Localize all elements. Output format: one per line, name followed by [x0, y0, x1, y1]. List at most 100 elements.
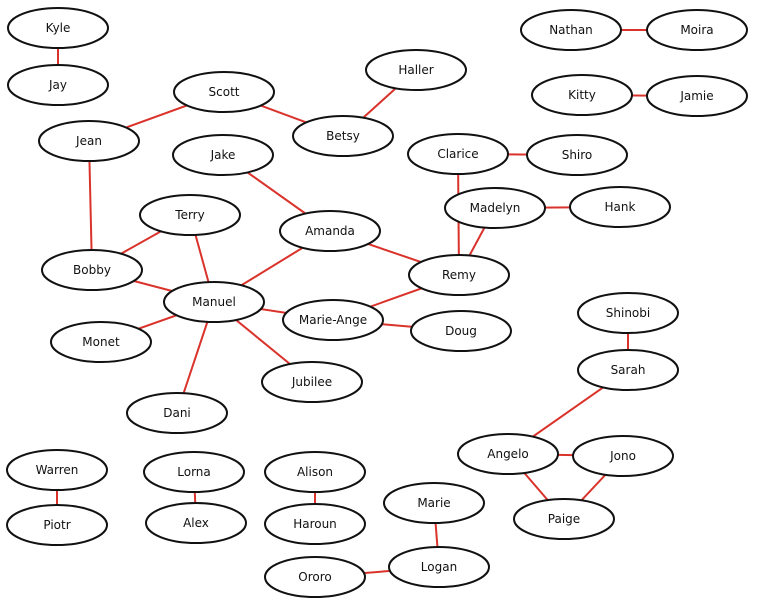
node-lorna: Lorna: [143, 451, 245, 493]
node-jay: Jay: [7, 64, 109, 106]
node-betsy: Betsy: [292, 115, 394, 157]
node-marie: Marie: [383, 482, 485, 524]
node-manuel: Manuel: [163, 281, 265, 323]
node-label: Jean: [75, 134, 102, 148]
node-jamie: Jamie: [646, 75, 748, 117]
node-monet: Monet: [50, 321, 152, 363]
node-ellipse: [172, 134, 274, 176]
node-label: Sarah: [611, 363, 646, 377]
node-label: Kyle: [46, 21, 71, 35]
node-ellipse: [261, 361, 363, 403]
node-alison: Alison: [264, 451, 366, 493]
node-label: Manuel: [192, 295, 236, 309]
node-ellipse: [264, 556, 366, 598]
node-ellipse: [646, 9, 748, 51]
node-madelyn: Madelyn: [444, 187, 546, 229]
node-label: Madelyn: [470, 201, 521, 215]
node-label: Haroun: [293, 517, 337, 531]
node-label: Alex: [183, 516, 209, 530]
node-hank: Hank: [569, 186, 671, 228]
node-ellipse: [408, 254, 510, 296]
node-ellipse: [383, 482, 485, 524]
node-piotr: Piotr: [6, 504, 108, 546]
node-jean: Jean: [38, 120, 140, 162]
node-label: Monet: [82, 335, 120, 349]
node-label: Shiro: [562, 148, 593, 162]
node-label: Betsy: [326, 129, 360, 143]
node-angelo: Angelo: [457, 433, 559, 475]
node-label: Hank: [605, 200, 636, 214]
node-paige: Paige: [513, 498, 615, 540]
node-label: Piotr: [43, 518, 70, 532]
node-ellipse: [531, 74, 633, 116]
node-label: Scott: [209, 85, 240, 99]
node-ellipse: [6, 504, 108, 546]
node-ellipse: [572, 435, 674, 477]
node-label: Jamie: [679, 89, 713, 103]
node-remy: Remy: [408, 254, 510, 296]
node-label: Jono: [609, 449, 636, 463]
edge-jean-bobby: [88, 140, 93, 271]
node-ellipse: [145, 502, 247, 544]
node-label: Clarice: [437, 147, 478, 161]
node-label: Terry: [174, 208, 204, 222]
node-ellipse: [163, 281, 265, 323]
node-label: Alison: [297, 465, 333, 479]
node-label: Lorna: [177, 465, 211, 479]
node-dani: Dani: [126, 392, 228, 434]
node-ellipse: [444, 187, 546, 229]
node-ellipse: [407, 133, 509, 175]
node-label: Logan: [421, 560, 457, 574]
node-ellipse: [6, 449, 108, 491]
node-shiro: Shiro: [526, 134, 628, 176]
node-sarah: Sarah: [577, 349, 679, 391]
node-ellipse: [292, 115, 394, 157]
node-ellipse: [365, 49, 467, 91]
node-label: Ororo: [298, 570, 331, 584]
node-warren: Warren: [6, 449, 108, 491]
node-scott: Scott: [173, 71, 275, 113]
node-ellipse: [7, 7, 109, 49]
node-kyle: Kyle: [7, 7, 109, 49]
node-ellipse: [282, 299, 384, 341]
node-marie_ange: Marie-Ange: [282, 299, 384, 341]
node-label: Jake: [210, 148, 236, 162]
node-ellipse: [410, 310, 512, 352]
node-ellipse: [173, 71, 275, 113]
node-ellipse: [388, 546, 490, 588]
node-ellipse: [264, 503, 366, 545]
node-ellipse: [143, 451, 245, 493]
node-clarice: Clarice: [407, 133, 509, 175]
node-terry: Terry: [139, 194, 241, 236]
node-haroun: Haroun: [264, 503, 366, 545]
node-ellipse: [139, 194, 241, 236]
node-doug: Doug: [410, 310, 512, 352]
node-ororo: Ororo: [264, 556, 366, 598]
node-ellipse: [41, 249, 143, 291]
node-ellipse: [577, 349, 679, 391]
node-ellipse: [50, 321, 152, 363]
node-label: Haller: [398, 63, 433, 77]
node-ellipse: [457, 433, 559, 475]
node-label: Kitty: [568, 88, 596, 102]
node-bobby: Bobby: [41, 249, 143, 291]
node-jake: Jake: [172, 134, 274, 176]
node-ellipse: [646, 75, 748, 117]
node-ellipse: [279, 210, 381, 252]
node-label: Dani: [163, 406, 191, 420]
node-haller: Haller: [365, 49, 467, 91]
node-ellipse: [513, 498, 615, 540]
node-moira: Moira: [646, 9, 748, 51]
node-jono: Jono: [572, 435, 674, 477]
node-ellipse: [526, 134, 628, 176]
node-ellipse: [569, 186, 671, 228]
node-label: Jubilee: [291, 375, 332, 389]
node-label: Moira: [680, 23, 713, 37]
node-ellipse: [264, 451, 366, 493]
node-ellipse: [38, 120, 140, 162]
node-ellipse: [126, 392, 228, 434]
node-label: Paige: [548, 512, 580, 526]
node-label: Angelo: [487, 447, 529, 461]
node-label: Remy: [442, 268, 476, 282]
